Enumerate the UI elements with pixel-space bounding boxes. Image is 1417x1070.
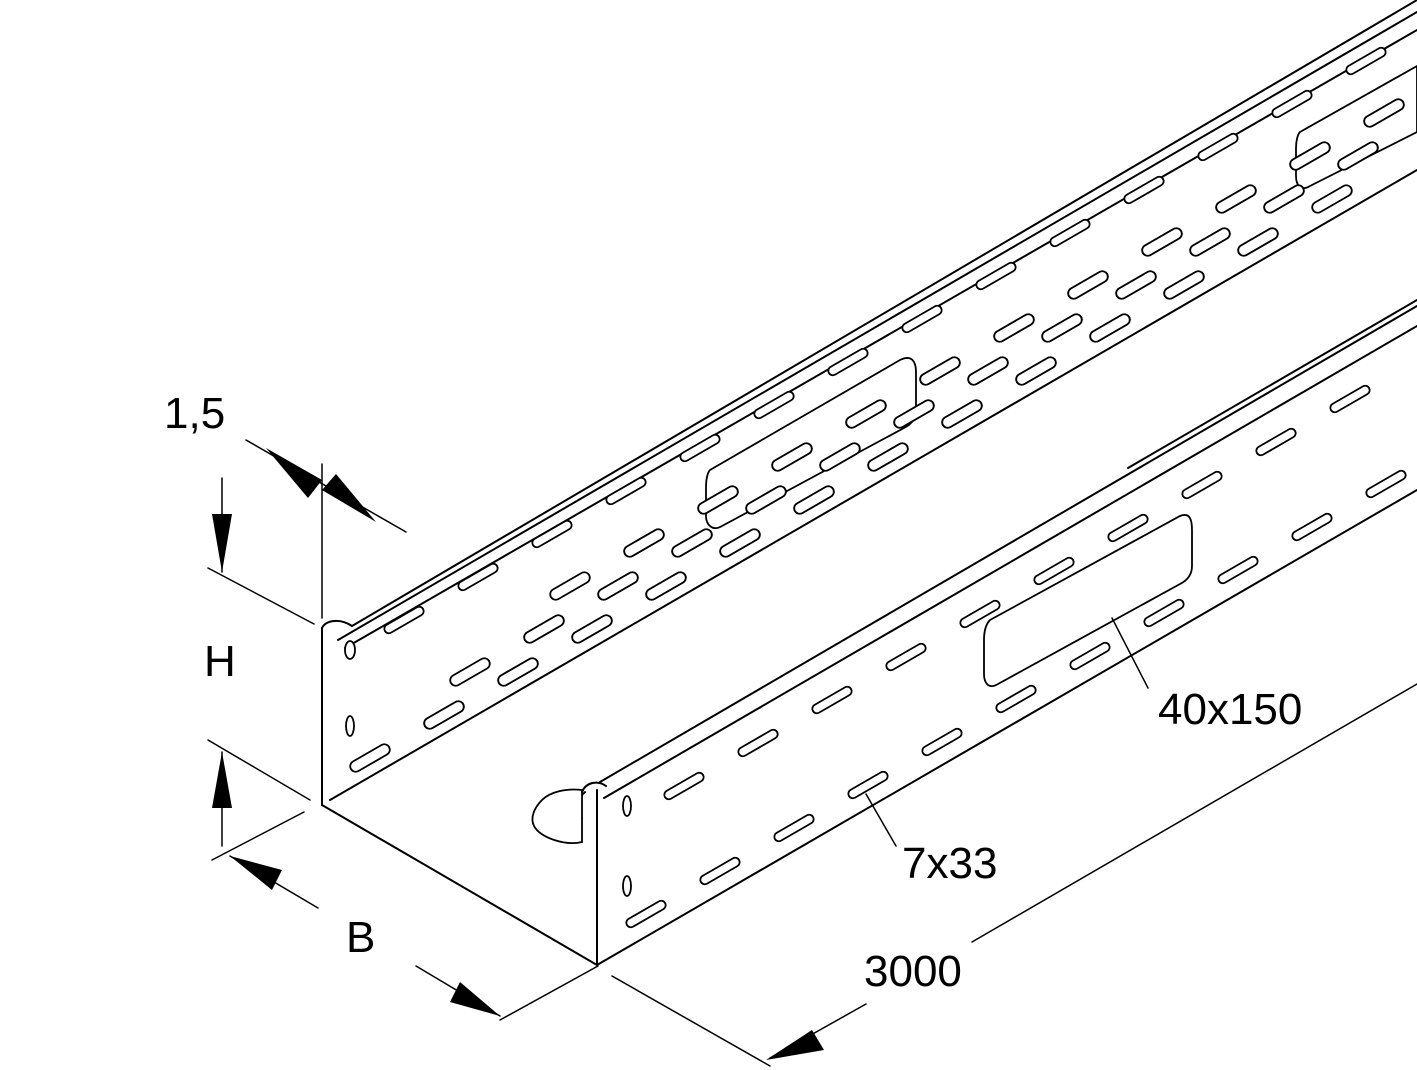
slot — [1189, 227, 1231, 257]
slot — [605, 476, 647, 506]
slot — [1197, 132, 1239, 162]
large-cutout-label: 40x150 — [1158, 685, 1302, 734]
slot — [1217, 555, 1259, 585]
small-slots — [349, 46, 1407, 929]
slot — [921, 727, 963, 757]
slot — [1067, 270, 1109, 300]
large-cutouts — [531, 64, 1417, 844]
slot — [719, 528, 761, 558]
left-side-wall — [321, 0, 1417, 806]
slot — [995, 684, 1037, 714]
slot — [901, 304, 943, 334]
slot — [819, 442, 861, 472]
slot — [737, 728, 779, 758]
slot — [679, 433, 721, 463]
slot — [383, 605, 425, 635]
slot — [1163, 270, 1205, 300]
slot — [1365, 469, 1407, 499]
slot — [1311, 184, 1353, 214]
slot — [773, 813, 815, 843]
slot — [699, 856, 741, 886]
slot — [1215, 184, 1257, 214]
slot — [793, 485, 835, 515]
slot — [663, 771, 705, 801]
slot — [1181, 470, 1223, 500]
slot — [867, 442, 909, 472]
dimension-height: H — [204, 477, 315, 847]
width-label: B — [346, 913, 375, 962]
slot — [1141, 227, 1183, 257]
slot — [1263, 184, 1305, 214]
slot — [1049, 218, 1091, 248]
slot — [1069, 641, 1111, 671]
slot — [549, 571, 591, 601]
slot — [1015, 356, 1057, 386]
slot — [811, 685, 853, 715]
slot — [1123, 175, 1165, 205]
slot — [893, 399, 935, 429]
slot — [1271, 89, 1313, 119]
slot — [967, 356, 1009, 386]
callout-small-slot: 7x33 — [865, 793, 997, 888]
slot — [457, 562, 499, 592]
slot — [523, 614, 565, 644]
callout-large-cutout: 40x150 — [1111, 617, 1302, 734]
slot — [623, 528, 665, 558]
cable-tray-body — [321, 0, 1417, 966]
slot — [1255, 427, 1297, 457]
slot — [975, 261, 1017, 291]
slot — [919, 356, 961, 386]
small-slot-label: 7x33 — [902, 839, 997, 888]
slot — [845, 399, 887, 429]
right-side-wall — [576, 305, 1417, 966]
slot — [1237, 227, 1279, 257]
slot — [941, 399, 983, 429]
slot — [571, 614, 613, 644]
slot — [497, 657, 539, 687]
slot — [423, 700, 465, 730]
slot — [753, 390, 795, 420]
height-label: H — [204, 637, 236, 686]
slot — [993, 313, 1035, 343]
slot — [697, 485, 739, 515]
length-label: 3000 — [864, 947, 962, 996]
slot — [1033, 556, 1075, 586]
thickness-label: 1,5 — [164, 389, 225, 438]
slot — [625, 899, 667, 929]
dimension-length: 3000 — [611, 683, 1417, 1067]
slot — [597, 571, 639, 601]
slot — [645, 571, 687, 601]
slot — [531, 519, 573, 549]
slot — [847, 770, 889, 800]
slot — [1291, 512, 1333, 542]
slot — [1115, 270, 1157, 300]
slot — [349, 743, 391, 773]
slot — [449, 657, 491, 687]
slot — [1329, 384, 1371, 414]
slot — [1289, 141, 1331, 171]
dimension-width: B — [211, 811, 599, 1021]
slot — [1363, 98, 1405, 128]
slot — [1143, 598, 1185, 628]
slot — [771, 442, 813, 472]
slot — [1089, 313, 1131, 343]
slot — [671, 528, 713, 558]
slot — [1345, 46, 1387, 76]
slot — [1041, 313, 1083, 343]
tray-base — [321, 169, 1417, 966]
slot — [1337, 141, 1379, 171]
slot — [885, 642, 927, 672]
slot — [959, 599, 1001, 629]
slot — [827, 347, 869, 377]
dimension-thickness: 1,5 — [164, 389, 407, 619]
slot — [745, 485, 787, 515]
slot — [1107, 513, 1149, 543]
